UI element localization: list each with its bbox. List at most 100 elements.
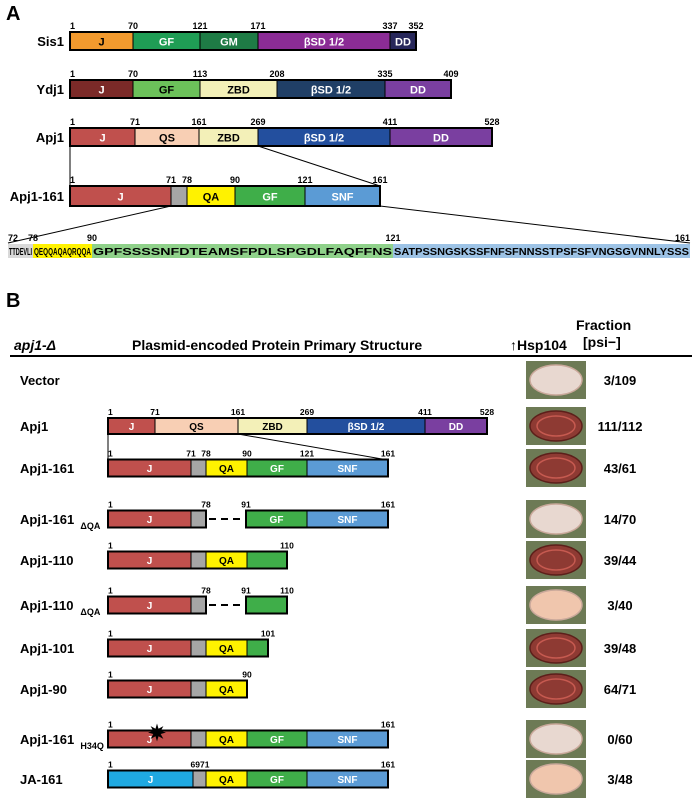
domain-label: J bbox=[148, 775, 154, 786]
domain-zbd bbox=[238, 418, 307, 434]
sequence-tick: 78 bbox=[28, 233, 38, 243]
domain-gf bbox=[247, 770, 307, 788]
residue-tick: 1 bbox=[70, 117, 75, 127]
domain-snf bbox=[307, 730, 388, 748]
domain-qa bbox=[206, 730, 247, 748]
domain-label: DD bbox=[449, 422, 463, 433]
domain-label: QA bbox=[219, 464, 234, 475]
domain-label: SNF bbox=[338, 464, 358, 475]
construct-name: Apj1-161 bbox=[20, 732, 74, 747]
domain-label: βSD 1/2 bbox=[304, 37, 344, 49]
domain-label: ZBD bbox=[217, 133, 240, 145]
domain-segment bbox=[247, 639, 268, 657]
domain-label: J bbox=[117, 192, 123, 204]
domain-qa bbox=[206, 459, 247, 477]
domain-label: GF bbox=[270, 775, 284, 786]
sequence-tick: 72 bbox=[8, 233, 18, 243]
residue-tick: 71 bbox=[130, 117, 140, 127]
domain-zbd bbox=[200, 80, 277, 98]
protein-name: Sis1 bbox=[37, 34, 64, 49]
residue-tick: 411 bbox=[418, 407, 432, 417]
domain-label: J bbox=[147, 464, 153, 475]
domain-label: GM bbox=[220, 37, 238, 49]
domain-label: J bbox=[147, 515, 153, 526]
domain-gf bbox=[246, 510, 307, 528]
sequence-tick: 161 bbox=[675, 233, 690, 243]
residue-tick: 1 bbox=[70, 69, 75, 79]
domain-label: J bbox=[98, 85, 104, 97]
domain-label: ZBD bbox=[227, 85, 250, 97]
seq-line-left bbox=[7, 205, 172, 244]
domain-label: QA bbox=[219, 556, 234, 567]
domain-gm bbox=[200, 32, 258, 50]
psi-fraction: 111/112 bbox=[598, 419, 643, 434]
domain-segment bbox=[191, 596, 206, 614]
sequence-text: TTDEVLI bbox=[9, 247, 32, 258]
psi-fraction: 14/70 bbox=[604, 512, 637, 527]
domain-qa bbox=[206, 680, 247, 698]
residue-tick: 121 bbox=[192, 21, 207, 31]
domain-segment bbox=[191, 551, 206, 569]
domain-j bbox=[108, 551, 191, 569]
residue-tick: 78 bbox=[182, 175, 192, 185]
white-colony-patch bbox=[529, 503, 583, 535]
domain-segment bbox=[246, 596, 287, 614]
panel-b-label: B bbox=[6, 290, 20, 312]
colony-streak bbox=[536, 549, 576, 571]
residue-tick: 1 bbox=[70, 175, 75, 185]
domain-dd bbox=[390, 128, 492, 146]
psi-fraction: 0/60 bbox=[607, 732, 632, 747]
residue-tick: 1 bbox=[108, 760, 113, 770]
domain-j bbox=[70, 32, 133, 50]
domain-gf bbox=[133, 80, 200, 98]
residue-tick: 161 bbox=[372, 175, 387, 185]
residue-tick: 110 bbox=[280, 541, 294, 551]
residue-tick: 71 bbox=[186, 449, 196, 459]
residue-tick: 1 bbox=[108, 629, 113, 639]
residue-tick: 90 bbox=[242, 670, 252, 680]
residue-tick: 161 bbox=[231, 407, 245, 417]
domain-label: βSD 1/2 bbox=[304, 133, 344, 145]
domain-sd12 bbox=[258, 128, 390, 146]
zoom-line-right bbox=[257, 145, 381, 187]
psi-fraction: 43/61 bbox=[604, 461, 637, 476]
psi-fraction: 39/44 bbox=[604, 553, 637, 568]
residue-tick: 90 bbox=[230, 175, 240, 185]
domain-sd12 bbox=[307, 418, 425, 434]
panel-a-label: A bbox=[6, 3, 20, 25]
residue-tick: 1 bbox=[70, 21, 75, 31]
domain-gf bbox=[133, 32, 200, 50]
residue-tick: 161 bbox=[381, 449, 395, 459]
sequence-region bbox=[92, 244, 393, 258]
residue-tick: 1 bbox=[108, 586, 113, 596]
sequence-text: QEQQAQAQRQQA bbox=[34, 247, 91, 258]
domain-qs bbox=[155, 418, 238, 434]
domain-label: QA bbox=[219, 735, 234, 746]
sequence-text: SATPSSNGSKSSFNFSFNNSSTPSFSFVNGSGVNNLYSSS bbox=[394, 247, 689, 258]
construct-name: JA-161 bbox=[20, 772, 63, 787]
domain-label: J bbox=[99, 133, 105, 145]
domain-label: SNF bbox=[338, 735, 358, 746]
domain-label: J bbox=[129, 422, 135, 433]
domain-label: J bbox=[147, 685, 153, 696]
residue-tick: 1 bbox=[108, 541, 113, 551]
residue-tick: 528 bbox=[480, 407, 494, 417]
residue-tick: 1 bbox=[108, 500, 113, 510]
residue-tick: 352 bbox=[408, 21, 423, 31]
sequence-region bbox=[8, 244, 33, 258]
domain-snf bbox=[307, 770, 388, 788]
domain-label: βSD 1/2 bbox=[348, 422, 385, 433]
domain-label: GF bbox=[270, 515, 284, 526]
residue-tick: 161 bbox=[191, 117, 206, 127]
domain-linker bbox=[171, 186, 187, 206]
domain-j bbox=[108, 510, 191, 528]
residue-tick: 411 bbox=[383, 117, 398, 127]
colony-streak bbox=[536, 415, 576, 437]
